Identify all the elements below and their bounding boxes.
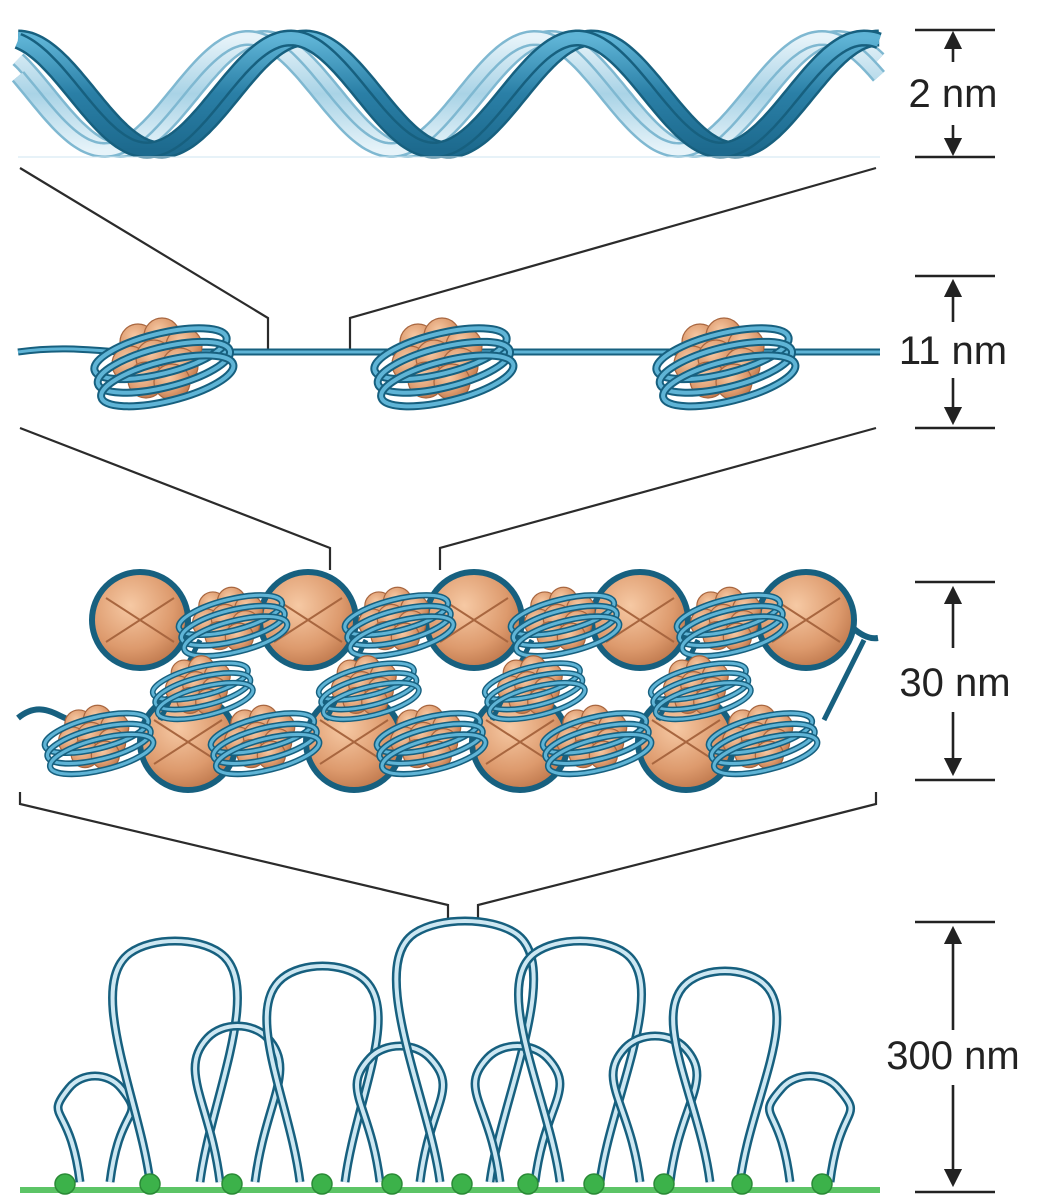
scale-label-300nm: 300 nm (886, 1034, 1019, 1078)
scale-label-2nm: 2 nm (909, 72, 998, 116)
zoom-connector-2 (19, 426, 877, 570)
nucleosome-string (17, 317, 880, 411)
scale-bar-300nm: 300 nm (886, 920, 1020, 1194)
dna-double-helix (11, 29, 885, 159)
scale-bar-2nm: 2 nm (909, 28, 998, 159)
zoom-connector-3 (18, 792, 878, 918)
scale-label-11nm: 11 nm (899, 329, 1007, 373)
looped-domains (20, 916, 880, 1195)
scale-bar-30nm: 30 nm (899, 580, 1011, 782)
chromatin-fiber (16, 569, 879, 793)
zoom-connector-1 (19, 166, 877, 350)
scale-label-30nm: 30 nm (899, 661, 1010, 705)
scale-bar-11nm: 11 nm (899, 274, 1007, 430)
